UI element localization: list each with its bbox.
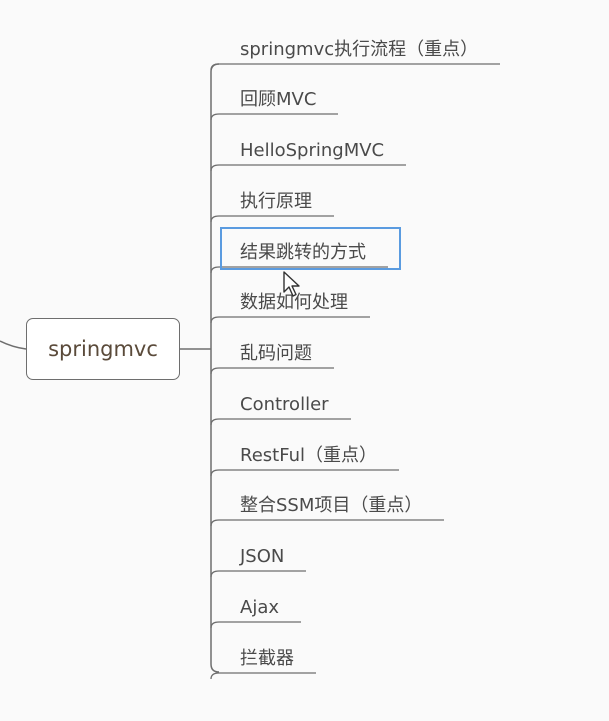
root-label: springmvc [48, 337, 158, 361]
branch-underline [210, 164, 406, 172]
branch-result-redirect[interactable]: 结果跳转的方式 [240, 242, 366, 263]
branch-springmvc-flow[interactable]: springmvc执行流程（重点） [240, 39, 479, 60]
branch-underline [210, 113, 338, 121]
branch-underline [210, 418, 351, 426]
branch-restful[interactable]: RestFul（重点） [240, 445, 377, 466]
branch-data-handling[interactable]: 数据如何处理 [240, 292, 348, 313]
branch-underline [210, 215, 334, 223]
branch-underline [210, 266, 388, 274]
branch-controller[interactable]: Controller [240, 394, 329, 415]
branch-underline [210, 316, 370, 324]
root-node[interactable]: springmvc [26, 318, 180, 380]
branch-underline [210, 672, 316, 680]
mouse-cursor-icon [283, 271, 300, 297]
selection-box [220, 227, 401, 270]
branch-review-mvc[interactable]: 回顾MVC [240, 89, 317, 110]
branch-ssm-project[interactable]: 整合SSM项目（重点） [240, 495, 423, 516]
branch-underlines [210, 63, 500, 680]
incoming-connector [0, 340, 27, 350]
branch-underline [210, 469, 399, 477]
branch-encoding-issue[interactable]: 乱码问题 [240, 343, 312, 364]
branch-underline [210, 63, 500, 71]
branch-hello-springmvc[interactable]: HelloSpringMVC [240, 140, 385, 161]
branch-underline [210, 519, 444, 527]
branch-underline [210, 367, 334, 375]
branch-json[interactable]: JSON [240, 546, 285, 567]
branch-underline [210, 570, 306, 578]
branch-ajax[interactable]: Ajax [240, 597, 279, 618]
branch-execution-principle[interactable]: 执行原理 [240, 191, 312, 212]
branch-interceptor[interactable]: 拦截器 [240, 648, 294, 669]
branch-underline [210, 621, 301, 629]
